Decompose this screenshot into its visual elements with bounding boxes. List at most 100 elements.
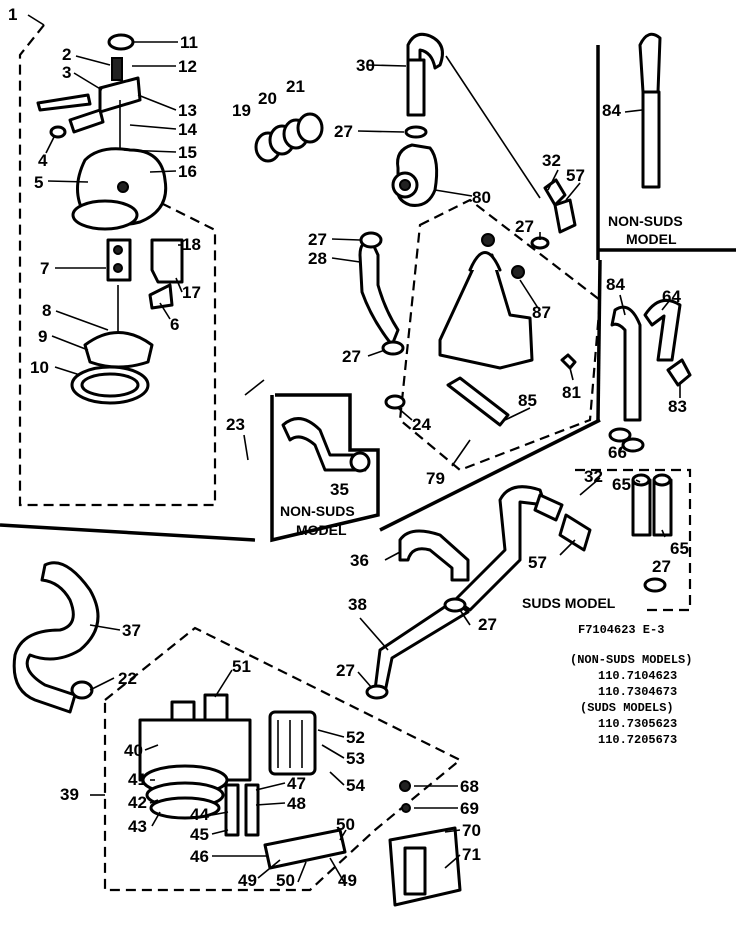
- model-list-suds-header: (SUDS MODELS): [580, 701, 674, 715]
- label-32a: 32: [542, 151, 561, 170]
- hose-37: [12, 561, 100, 714]
- label-2: 2: [62, 45, 71, 64]
- label-68: 68: [460, 777, 479, 796]
- label-17: 17: [182, 283, 201, 302]
- label-27d: 27: [515, 217, 534, 236]
- label-57b: 57: [528, 553, 547, 572]
- label-39: 39: [60, 785, 79, 804]
- label-87: 87: [532, 303, 551, 322]
- suds-hose-outline: [575, 468, 692, 612]
- label-13: 13: [178, 101, 197, 120]
- label-64: 64: [662, 287, 681, 306]
- lower-pump: [138, 693, 347, 870]
- note-suds-model: SUDS MODEL: [522, 595, 616, 611]
- reference-code: F7104623 E-3: [578, 623, 664, 637]
- model-list-suds-1: 110.7305623: [598, 717, 677, 731]
- non-suds-hose-35: [281, 417, 371, 473]
- label-36: 36: [350, 551, 369, 570]
- label-7: 7: [40, 259, 49, 278]
- model-list-non-suds-1: 110.7104623: [598, 669, 677, 683]
- label-23: 23: [226, 415, 245, 434]
- label-14: 14: [178, 120, 197, 139]
- label-19: 19: [232, 101, 251, 120]
- label-5: 5: [34, 173, 43, 192]
- label-54: 54: [346, 776, 365, 795]
- label-20: 20: [258, 89, 277, 108]
- label-49a: 49: [238, 871, 257, 890]
- label-27f: 27: [478, 615, 497, 634]
- label-3: 3: [62, 63, 71, 82]
- leader-lines: [27, 14, 681, 883]
- label-35: 35: [330, 480, 349, 499]
- label-9: 9: [38, 327, 47, 346]
- label-50a: 50: [276, 871, 295, 890]
- note-model-top: MODEL: [626, 231, 677, 247]
- label-6: 6: [170, 315, 179, 334]
- note-non-suds-top: NON-SUDS: [608, 213, 683, 229]
- divider-right-lower: [596, 259, 602, 421]
- label-24: 24: [412, 415, 431, 434]
- label-81: 81: [562, 383, 581, 402]
- label-84b: 84: [606, 275, 625, 294]
- label-45: 45: [190, 825, 209, 844]
- label-32b: 32: [584, 467, 603, 486]
- label-10: 10: [30, 358, 49, 377]
- lower-pump-outline: [103, 626, 463, 892]
- label-46: 46: [190, 847, 209, 866]
- valve-group-outline: [398, 198, 602, 472]
- label-27a: 27: [334, 122, 353, 141]
- label-12: 12: [178, 57, 197, 76]
- label-47: 47: [287, 774, 306, 793]
- label-70: 70: [462, 821, 481, 840]
- label-48: 48: [287, 794, 306, 813]
- note-model-box: MODEL: [296, 522, 347, 538]
- non-suds-hose: [530, 32, 662, 250]
- pump-assembly: [36, 33, 184, 405]
- valve-group: [438, 233, 577, 427]
- middle-hoses: [365, 485, 592, 700]
- model-notes: NON-SUDS MODEL NON-SUDS MODEL SUDS MODEL…: [280, 213, 692, 747]
- label-16: 16: [178, 162, 197, 181]
- label-18: 18: [182, 235, 201, 254]
- label-51: 51: [232, 657, 251, 676]
- label-83: 83: [668, 397, 687, 416]
- label-1: 1: [8, 5, 17, 24]
- label-66: 66: [608, 443, 627, 462]
- label-69: 69: [460, 799, 479, 818]
- label-37: 37: [122, 621, 141, 640]
- label-27e: 27: [652, 557, 671, 576]
- label-85: 85: [518, 391, 537, 410]
- label-84a: 84: [602, 101, 621, 120]
- divider-diagonal: [379, 418, 601, 532]
- pump-assembly-outline: [18, 24, 217, 507]
- label-49b: 49: [338, 871, 357, 890]
- label-41: 41: [128, 770, 147, 789]
- label-65a: 65: [612, 475, 631, 494]
- label-79: 79: [426, 469, 445, 488]
- label-15: 15: [178, 143, 197, 162]
- label-40: 40: [124, 741, 143, 760]
- upper-center-parts: [254, 32, 444, 410]
- label-57a: 57: [566, 166, 585, 185]
- label-22: 22: [118, 669, 137, 688]
- label-80: 80: [472, 188, 491, 207]
- non-suds-box: [270, 393, 380, 543]
- label-27g: 27: [336, 661, 355, 680]
- label-53: 53: [346, 749, 365, 768]
- label-50b: 50: [336, 815, 355, 834]
- label-28: 28: [308, 249, 327, 268]
- model-list-non-suds-header: (NON-SUDS MODELS): [570, 653, 692, 667]
- label-8: 8: [42, 301, 51, 320]
- label-42: 42: [128, 793, 147, 812]
- label-71: 71: [462, 845, 481, 864]
- model-list-suds-2: 110.7205673: [598, 733, 677, 747]
- label-65b: 65: [670, 539, 689, 558]
- label-38: 38: [348, 595, 367, 614]
- label-43: 43: [128, 817, 147, 836]
- note-non-suds-box: NON-SUDS: [280, 503, 355, 519]
- label-11: 11: [180, 33, 198, 52]
- label-21: 21: [286, 77, 305, 96]
- section-divider: [0, 523, 256, 542]
- label-4: 4: [38, 151, 48, 170]
